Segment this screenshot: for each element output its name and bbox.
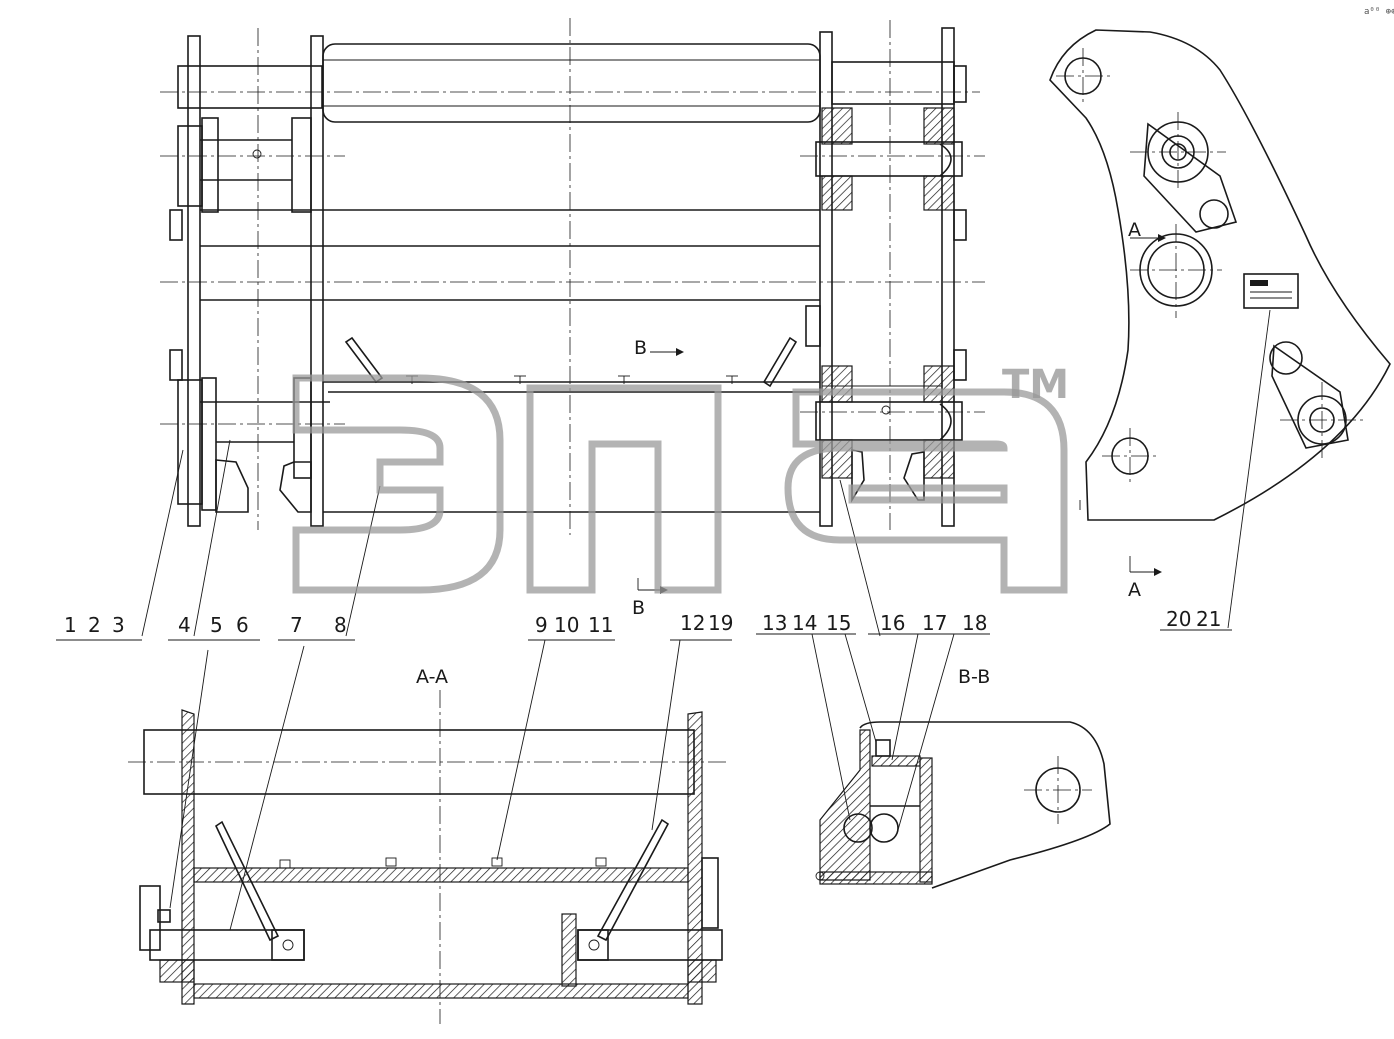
section-a-a-view [128, 639, 730, 1024]
side-bracket-view [1049, 29, 1391, 576]
part-number-labels: 1 2 3 4 5 6 7 8 9 10 11 12 19 13 14 15 1… [64, 607, 1221, 637]
section-b-b-view [811, 633, 1111, 889]
trademark-symbol: TM [1002, 362, 1069, 408]
part-number: 4 [178, 613, 191, 637]
part-number: 8 [334, 613, 347, 637]
part-number: 10 [554, 613, 579, 637]
part-number: 19 [708, 611, 733, 635]
top-plan-view [56, 18, 1271, 641]
part-number: 15 [826, 611, 851, 635]
part-number: 17 [922, 611, 947, 635]
corner-mark: a⁰⁰ ⊕⊕ [1364, 7, 1394, 17]
section-arrow-a-top: A [1128, 219, 1141, 241]
section-arrow-b-top: B [634, 337, 647, 359]
part-number: 13 [762, 611, 787, 635]
section-labels: A-A B-B A A B B [416, 219, 1141, 688]
part-number: 11 [588, 613, 613, 637]
section-arrow-a-bottom: A [1128, 579, 1141, 601]
watermark-logo: TM [292, 362, 1069, 594]
part-number: 1 [64, 613, 77, 637]
section-a-a-label: A-A [416, 666, 448, 688]
part-number: 16 [880, 611, 905, 635]
part-number: 7 [290, 613, 303, 637]
part-number: 21 [1196, 607, 1221, 631]
part-number: 9 [535, 613, 548, 637]
part-number: 5 [210, 613, 223, 637]
part-number: 18 [962, 611, 987, 635]
section-b-b-label: B-B [958, 666, 990, 688]
part-number: 12 [680, 611, 705, 635]
part-number: 14 [792, 611, 817, 635]
part-number: 2 [88, 613, 101, 637]
part-number: 3 [112, 613, 125, 637]
part-number: 6 [236, 613, 249, 637]
section-arrow-b-bottom: B [632, 597, 645, 619]
part-number: 20 [1166, 607, 1191, 631]
